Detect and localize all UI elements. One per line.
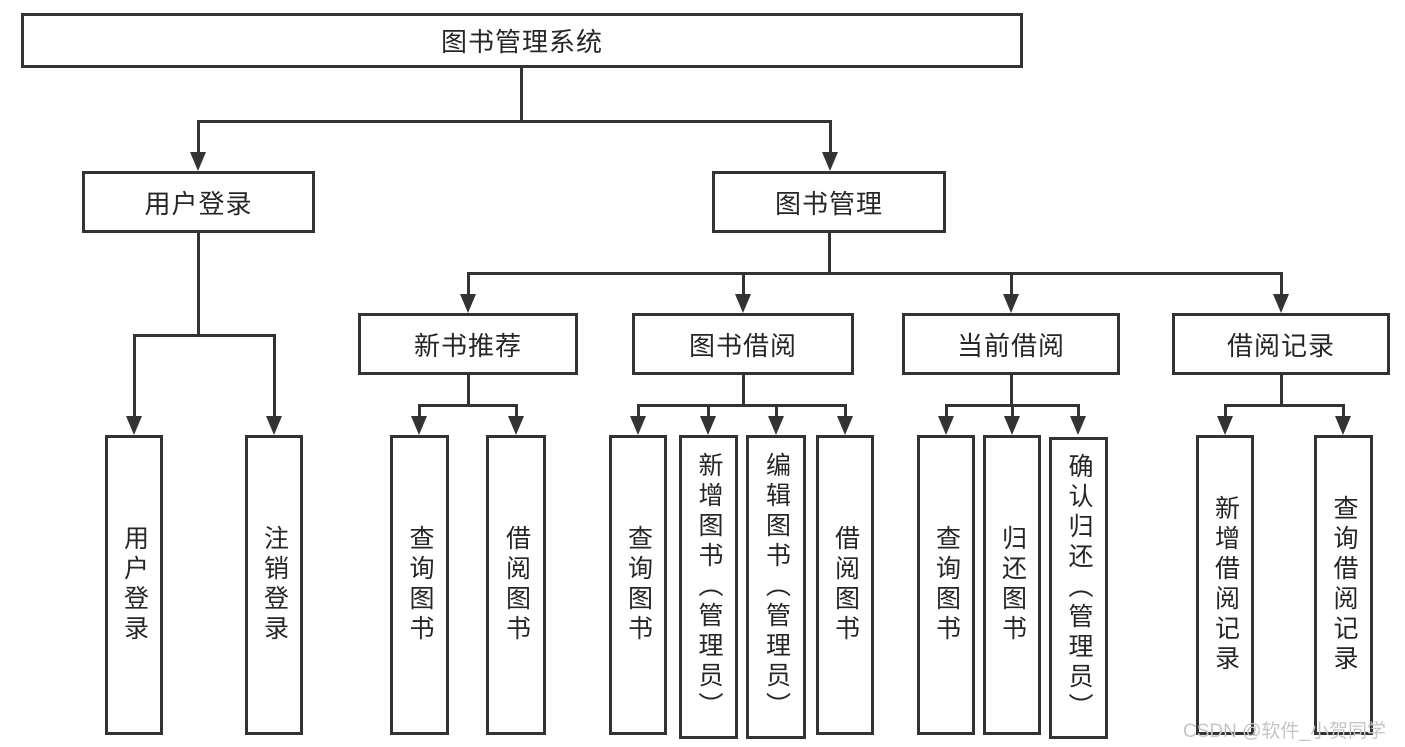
arrow-down-icon (768, 416, 784, 435)
leaf-user-login-label: 用户登录 (120, 525, 149, 645)
connector-line (467, 272, 470, 296)
arrow-down-icon (837, 416, 853, 435)
connector-line (707, 404, 710, 418)
arrow-down-icon (190, 152, 206, 171)
arrow-down-icon (1003, 294, 1019, 313)
node-current-borrow-label: 当前借阅 (956, 330, 1065, 361)
arrow-down-icon (1335, 416, 1351, 435)
arrow-down-icon (1004, 416, 1020, 435)
arrow-down-icon (822, 152, 838, 171)
node-book-borrow: 图书借阅 (632, 313, 854, 375)
connector-line (828, 233, 831, 275)
arrow-down-icon (700, 416, 716, 435)
connector-line (515, 404, 518, 418)
leaf-confirm-return-admin-label: 确认归还（管理员） (1065, 453, 1093, 723)
leaf-logout-label: 注销登录 (260, 525, 289, 645)
connector-line (1010, 272, 1013, 296)
leaf-return-books: 归还图书 (983, 435, 1041, 735)
leaf-add-borrow-record-label: 新增借阅记录 (1211, 495, 1240, 675)
arrow-down-icon (1070, 416, 1086, 435)
leaf-borrow-books-label: 借阅图书 (831, 525, 860, 645)
leaf-return-books-label: 归还图书 (998, 525, 1027, 645)
connector-line (418, 404, 421, 418)
node-new-book-recommend: 新书推荐 (358, 313, 578, 375)
node-book-management: 图书管理 (712, 171, 946, 233)
leaf-query-borrow-record-label: 查询借阅记录 (1330, 495, 1358, 675)
connector-line (844, 404, 847, 418)
connector-line (273, 334, 276, 418)
leaf-user-login: 用户登录 (105, 435, 163, 735)
node-borrow-records: 借阅记录 (1172, 313, 1390, 375)
leaf-borrow-books-recommend-label: 借阅图书 (502, 525, 531, 645)
leaf-query-books-recommend: 查询图书 (390, 435, 449, 735)
connector-line (775, 404, 778, 418)
leaf-query-books-recommend-label: 查询图书 (406, 525, 434, 645)
node-borrow-records-label: 借阅记录 (1226, 330, 1335, 361)
arrow-down-icon (266, 416, 282, 435)
connector-line (197, 120, 200, 154)
leaf-add-books-admin: 新增图书（管理员） (679, 435, 738, 739)
connector-line (197, 120, 832, 123)
arrow-down-icon (1273, 294, 1289, 313)
leaf-borrow-books: 借阅图书 (816, 435, 874, 735)
arrow-down-icon (735, 294, 751, 313)
connector-line (1010, 375, 1013, 407)
leaf-query-books-borrow-label: 查询图书 (624, 525, 653, 645)
leaf-query-borrow-record: 查询借阅记录 (1314, 435, 1373, 735)
connector-line (1224, 404, 1345, 407)
leaf-query-books-current-label: 查询图书 (932, 525, 961, 645)
connector-line (637, 404, 640, 418)
connector-line (133, 334, 136, 418)
connector-line (1011, 404, 1014, 418)
leaf-confirm-return-admin: 确认归还（管理员） (1049, 437, 1108, 739)
connector-line (133, 334, 275, 337)
connector-line (467, 272, 1283, 275)
arrow-down-icon (460, 294, 476, 313)
node-book-management-label: 图书管理 (774, 188, 883, 219)
node-root-label: 图书管理系统 (440, 27, 603, 57)
leaf-add-books-admin-label: 新增图书（管理员） (695, 452, 723, 722)
node-user-login: 用户登录 (82, 171, 315, 233)
connector-line (1280, 375, 1283, 407)
connector-line (520, 68, 523, 122)
connector-line (1224, 404, 1227, 418)
connector-line (1077, 404, 1080, 418)
connector-line (945, 404, 948, 418)
node-new-book-recommend-label: 新书推荐 (413, 330, 522, 361)
connector-line (1280, 272, 1283, 296)
leaf-add-borrow-record: 新增借阅记录 (1196, 435, 1254, 735)
arrow-down-icon (630, 416, 646, 435)
leaf-logout: 注销登录 (245, 435, 303, 735)
arrow-down-icon (508, 416, 524, 435)
node-book-borrow-label: 图书借阅 (688, 330, 797, 361)
arrow-down-icon (1217, 416, 1233, 435)
csdn-watermark: CSDN @软件_小贺同学 (1183, 721, 1386, 742)
leaf-query-books-borrow: 查询图书 (609, 435, 667, 735)
connector-line (742, 375, 745, 407)
arrow-down-icon (411, 416, 427, 435)
leaf-edit-books-admin-label: 编辑图书（管理员） (762, 452, 791, 722)
connector-line (197, 233, 200, 337)
arrow-down-icon (126, 416, 142, 435)
connector-line (418, 404, 518, 407)
node-current-borrow: 当前借阅 (902, 313, 1120, 375)
leaf-edit-books-admin: 编辑图书（管理员） (746, 435, 806, 739)
arrow-down-icon (938, 416, 954, 435)
connector-line (467, 375, 470, 407)
connector-line (1342, 404, 1345, 418)
connector-line (637, 404, 847, 407)
leaf-borrow-books-recommend: 借阅图书 (486, 435, 546, 735)
node-root: 图书管理系统 (21, 13, 1023, 68)
node-user-login-label: 用户登录 (144, 188, 253, 219)
leaf-query-books-current: 查询图书 (917, 435, 975, 735)
connector-line (742, 272, 745, 296)
connector-line (829, 120, 832, 154)
